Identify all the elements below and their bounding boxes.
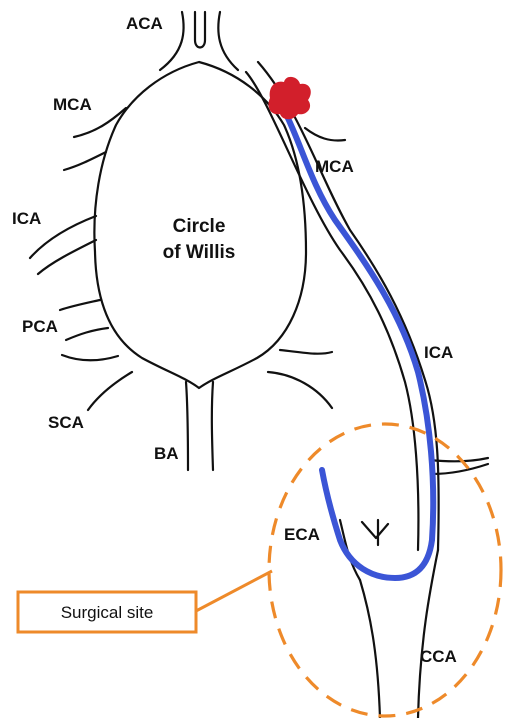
surgical-site-dashed-ellipse [269,424,501,716]
mca-right-vessel [305,128,345,141]
cca-label: CCA [420,647,457,666]
pca-right-vessel-upper [280,350,332,354]
mca-left-label: MCA [53,95,92,114]
aca-vessel-inner-loop [195,12,205,48]
pca-label: PCA [22,317,58,336]
surgical-site-callout-line [196,571,272,611]
surgical-site-label: Surgical site [61,603,154,622]
aca-vessel-left-outer [160,12,184,70]
aca-vessel-right-outer [218,12,238,70]
ica-right-label: ICA [424,343,453,362]
ba-vessel-left [186,382,188,470]
ica-right-vessel-inner [258,62,439,550]
sca-right-vessel-lower [268,372,332,408]
ica-left-vessel-lower [38,240,96,274]
ica-right-side-branch-2 [432,464,488,474]
circle-of-willis-line2: of Willis [163,242,236,263]
ica-left-label: ICA [12,209,41,228]
circle-of-willis-line1: Circle [173,216,226,237]
pca-left-vessel-lower [66,328,108,340]
pca-left-vessel-upper [60,300,100,310]
mca-left-vessel-lower [64,152,106,170]
cca-vessel-right [418,550,438,718]
ba-label: BA [154,444,179,463]
circle-of-willis-label: Circle of Willis [163,216,236,263]
sca-left-vessel-upper [62,355,118,360]
aca-label: ACA [126,14,163,33]
eca-label: ECA [284,525,320,544]
ba-vessel-right [212,382,213,470]
catheter-path [283,108,433,578]
cca-vessel-left [360,580,380,718]
mca-right-label: MCA [315,157,354,176]
sca-left-vessel-lower [88,372,132,410]
surgical-site-region: Surgical site [18,424,501,716]
eca-vessel-small-branch [362,522,388,538]
sca-label: SCA [48,413,84,432]
